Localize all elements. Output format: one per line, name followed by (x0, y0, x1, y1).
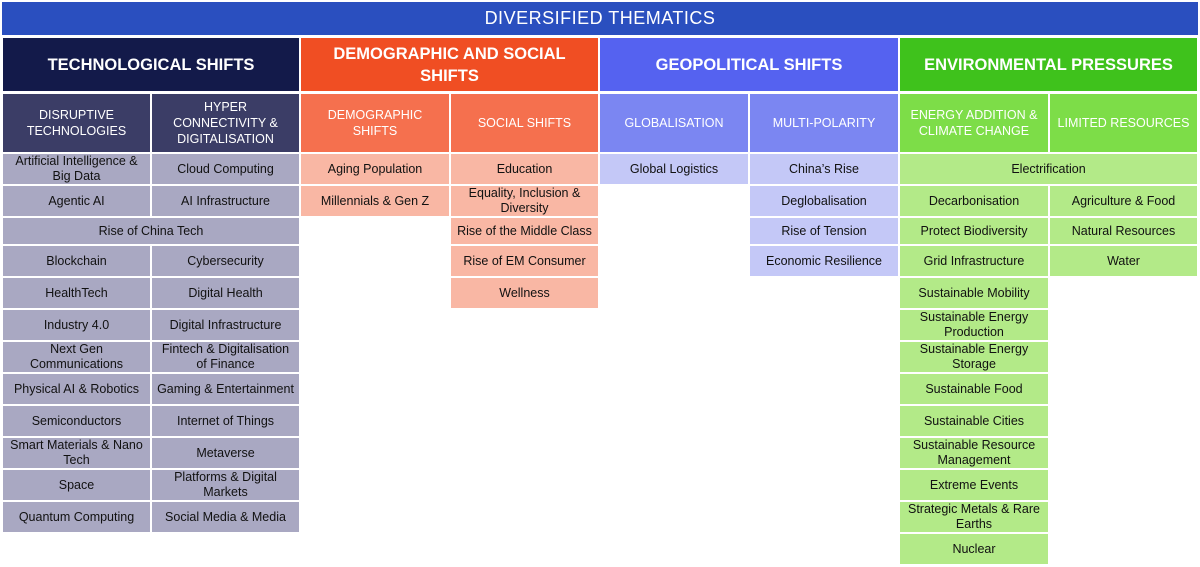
theme-fintech: Fintech & Digitalisation of Finance (151, 341, 300, 373)
subheader-multi-polarity: MULTI-POLARITY (749, 93, 899, 153)
theme-deglobalisation: Deglobalisation (749, 185, 899, 217)
subheader-social-shifts: SOCIAL SHIFTS (450, 93, 599, 153)
theme-platforms-digital-markets: Platforms & Digital Markets (151, 469, 300, 501)
theme-physical-ai-robotics: Physical AI & Robotics (2, 373, 151, 405)
theme-equality-inclusion-diversity: Equality, Inclusion & Diversity (450, 185, 599, 217)
theme-strategic-metals-rare-earths: Strategic Metals & Rare Earths (899, 501, 1049, 533)
subheader-globalisation: GLOBALISATION (599, 93, 749, 153)
theme-global-logistics: Global Logistics (599, 153, 749, 185)
header-demographic-social-shifts: DEMOGRAPHIC AND SOCIAL SHIFTS (300, 37, 599, 92)
theme-metaverse: Metaverse (151, 437, 300, 469)
theme-rise-of-china-tech: Rise of China Tech (2, 217, 300, 245)
theme-education: Education (450, 153, 599, 185)
theme-blockchain: Blockchain (2, 245, 151, 277)
theme-quantum-computing: Quantum Computing (2, 501, 151, 533)
theme-space: Space (2, 469, 151, 501)
theme-economic-resilience: Economic Resilience (749, 245, 899, 277)
theme-smart-materials: Smart Materials & Nano Tech (2, 437, 151, 469)
theme-rise-of-tension: Rise of Tension (749, 217, 899, 245)
theme-cybersecurity: Cybersecurity (151, 245, 300, 277)
header-geopolitical-shifts: GEOPOLITICAL SHIFTS (599, 37, 899, 92)
theme-water: Water (1049, 245, 1198, 277)
subheader-hyper-connectivity: HYPER CONNECTIVITY & DIGITALISATION (151, 93, 300, 153)
theme-wellness: Wellness (450, 277, 599, 309)
theme-agriculture-food: Agriculture & Food (1049, 185, 1198, 217)
subheader-energy-climate: ENERGY ADDITION & CLIMATE CHANGE (899, 93, 1049, 153)
theme-cloud-computing: Cloud Computing (151, 153, 300, 185)
theme-sustainable-energy-storage: Sustainable Energy Storage (899, 341, 1049, 373)
theme-sustainable-mobility: Sustainable Mobility (899, 277, 1049, 309)
theme-aging-population: Aging Population (300, 153, 450, 185)
theme-chinas-rise: China’s Rise (749, 153, 899, 185)
theme-grid-infrastructure: Grid Infrastructure (899, 245, 1049, 277)
diversified-thematics-banner: DIVERSIFIED THEMATICS (2, 2, 1198, 35)
theme-sustainable-resource-management: Sustainable Resource Management (899, 437, 1049, 469)
theme-rise-of-em-consumer: Rise of EM Consumer (450, 245, 599, 277)
theme-extreme-events: Extreme Events (899, 469, 1049, 501)
theme-natural-resources: Natural Resources (1049, 217, 1198, 245)
theme-sustainable-energy-production: Sustainable Energy Production (899, 309, 1049, 341)
theme-protect-biodiversity: Protect Biodiversity (899, 217, 1049, 245)
theme-social-media: Social Media & Media (151, 501, 300, 533)
theme-industry-4-0: Industry 4.0 (2, 309, 151, 341)
header-technological-shifts: TECHNOLOGICAL SHIFTS (2, 37, 300, 92)
theme-digital-health: Digital Health (151, 277, 300, 309)
theme-electrification: Electrification (899, 153, 1198, 185)
theme-gaming-entertainment: Gaming & Entertainment (151, 373, 300, 405)
theme-ai-big-data: Artificial Intelligence & Big Data (2, 153, 151, 185)
theme-sustainable-food: Sustainable Food (899, 373, 1049, 405)
subheader-demographic-shifts: DEMOGRAPHIC SHIFTS (300, 93, 450, 153)
theme-next-gen-communications: Next Gen Communications (2, 341, 151, 373)
theme-nuclear: Nuclear (899, 533, 1049, 565)
theme-ai-infrastructure: AI Infrastructure (151, 185, 300, 217)
subheader-limited-resources: LIMITED RESOURCES (1049, 93, 1198, 153)
theme-healthtech: HealthTech (2, 277, 151, 309)
subheader-disruptive-technologies: DISRUPTIVE TECHNOLOGIES (2, 93, 151, 153)
theme-digital-infrastructure: Digital Infrastructure (151, 309, 300, 341)
header-environmental-pressures: ENVIRONMENTAL PRESSURES (899, 37, 1198, 92)
theme-decarbonisation: Decarbonisation (899, 185, 1049, 217)
theme-millennials-gen-z: Millennials & Gen Z (300, 185, 450, 217)
theme-internet-of-things: Internet of Things (151, 405, 300, 437)
theme-sustainable-cities: Sustainable Cities (899, 405, 1049, 437)
theme-rise-of-middle-class: Rise of the Middle Class (450, 217, 599, 245)
theme-semiconductors: Semiconductors (2, 405, 151, 437)
theme-agentic-ai: Agentic AI (2, 185, 151, 217)
